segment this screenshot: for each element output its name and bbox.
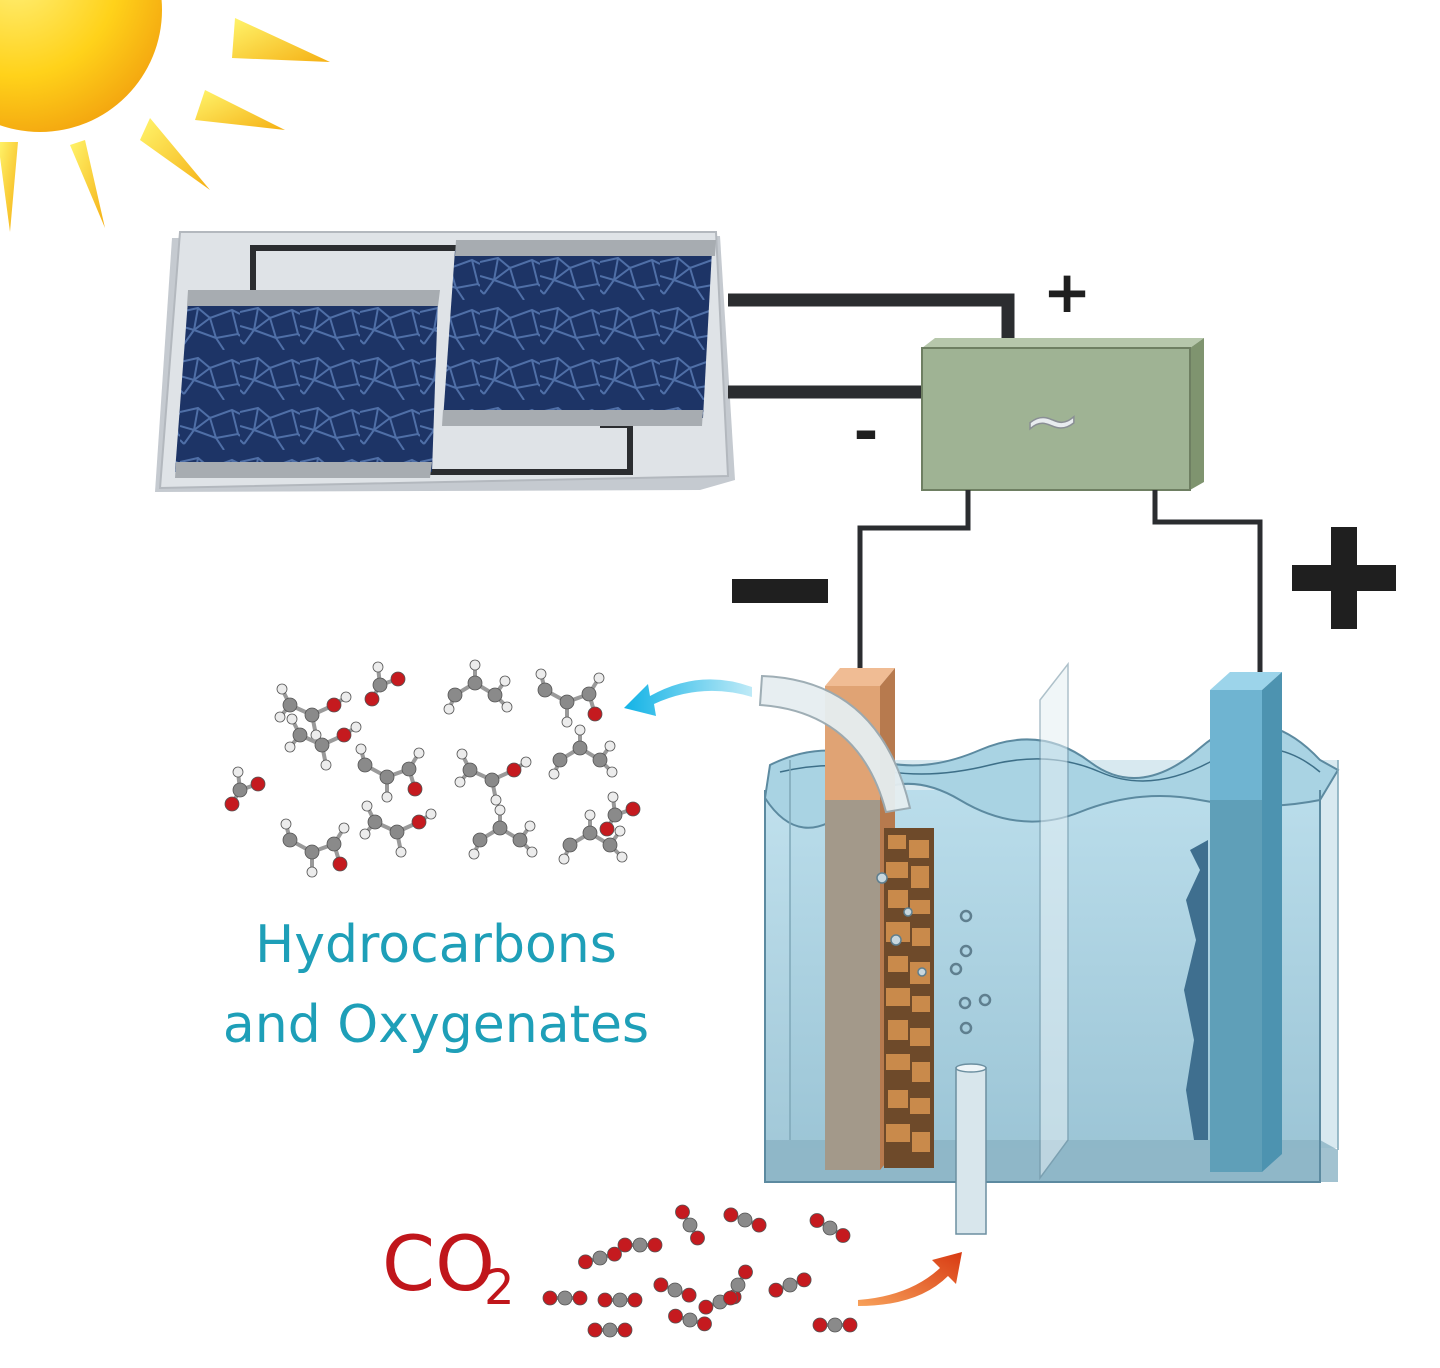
gas-bubbles bbox=[949, 909, 992, 1035]
solar-cell-right bbox=[442, 240, 716, 426]
electrolysis-cell bbox=[758, 661, 1340, 1235]
product-molecule bbox=[535, 668, 605, 728]
anode-surface-layer bbox=[1184, 840, 1208, 1140]
solar-cell-left bbox=[175, 290, 440, 478]
product-molecule bbox=[274, 683, 352, 741]
co2-inlet-tube bbox=[955, 1063, 987, 1235]
product-molecule bbox=[468, 804, 538, 860]
product-molecule bbox=[355, 743, 425, 803]
product-molecule bbox=[443, 659, 513, 715]
anode-electrode bbox=[1184, 672, 1282, 1172]
product-molecule bbox=[359, 800, 437, 858]
product-molecule bbox=[454, 748, 532, 806]
big-minus-sign bbox=[732, 579, 828, 603]
products-label-line1: Hydrocarbons bbox=[255, 915, 617, 975]
co2-molecule bbox=[723, 1207, 767, 1233]
membrane-separator bbox=[1039, 661, 1069, 1181]
controller-minus-sign: - bbox=[854, 397, 879, 467]
cathode-catalyst-layer bbox=[876, 828, 934, 1168]
controller-plus-sign: + bbox=[1043, 258, 1092, 326]
co2-molecule bbox=[723, 1264, 753, 1306]
product-molecule bbox=[599, 791, 641, 837]
product-molecule bbox=[284, 713, 362, 771]
co2-molecule bbox=[617, 1237, 663, 1253]
product-molecule bbox=[364, 661, 406, 707]
co2-molecule bbox=[578, 1246, 622, 1270]
co2-label-subscript: 2 bbox=[484, 1260, 515, 1316]
co2-molecule bbox=[668, 1308, 712, 1332]
co2-molecule bbox=[542, 1290, 588, 1306]
power-controller-box: ~ bbox=[921, 338, 1204, 491]
co2-label: CO 2 bbox=[382, 1219, 515, 1316]
product-molecule bbox=[224, 766, 266, 812]
panel-to-controller-wires bbox=[728, 293, 1015, 399]
products-arrow-icon bbox=[624, 679, 752, 716]
product-outlet-tube bbox=[758, 674, 912, 814]
products-label-line2: and Oxygenates bbox=[223, 995, 649, 1055]
co2-molecule bbox=[587, 1322, 633, 1338]
sun-icon bbox=[0, 0, 330, 232]
co2-arrow-icon bbox=[858, 1252, 962, 1306]
product-molecule bbox=[558, 809, 628, 865]
solar-panel bbox=[155, 231, 735, 492]
big-plus-sign bbox=[1292, 527, 1396, 629]
product-molecule bbox=[548, 724, 618, 780]
co2-molecule bbox=[597, 1292, 643, 1308]
product-molecules bbox=[224, 659, 641, 878]
co2-label-main: CO bbox=[382, 1219, 495, 1308]
co2-molecule bbox=[768, 1272, 812, 1298]
co2-molecule bbox=[812, 1317, 858, 1333]
co2-molecule bbox=[653, 1277, 697, 1303]
co2-molecule bbox=[809, 1213, 851, 1243]
co2-molecules bbox=[542, 1204, 858, 1338]
controller-symbol: ~ bbox=[1023, 380, 1082, 462]
co2-molecule bbox=[675, 1204, 705, 1246]
product-molecule bbox=[280, 818, 350, 878]
controller-to-electrode-wires bbox=[857, 490, 1263, 676]
